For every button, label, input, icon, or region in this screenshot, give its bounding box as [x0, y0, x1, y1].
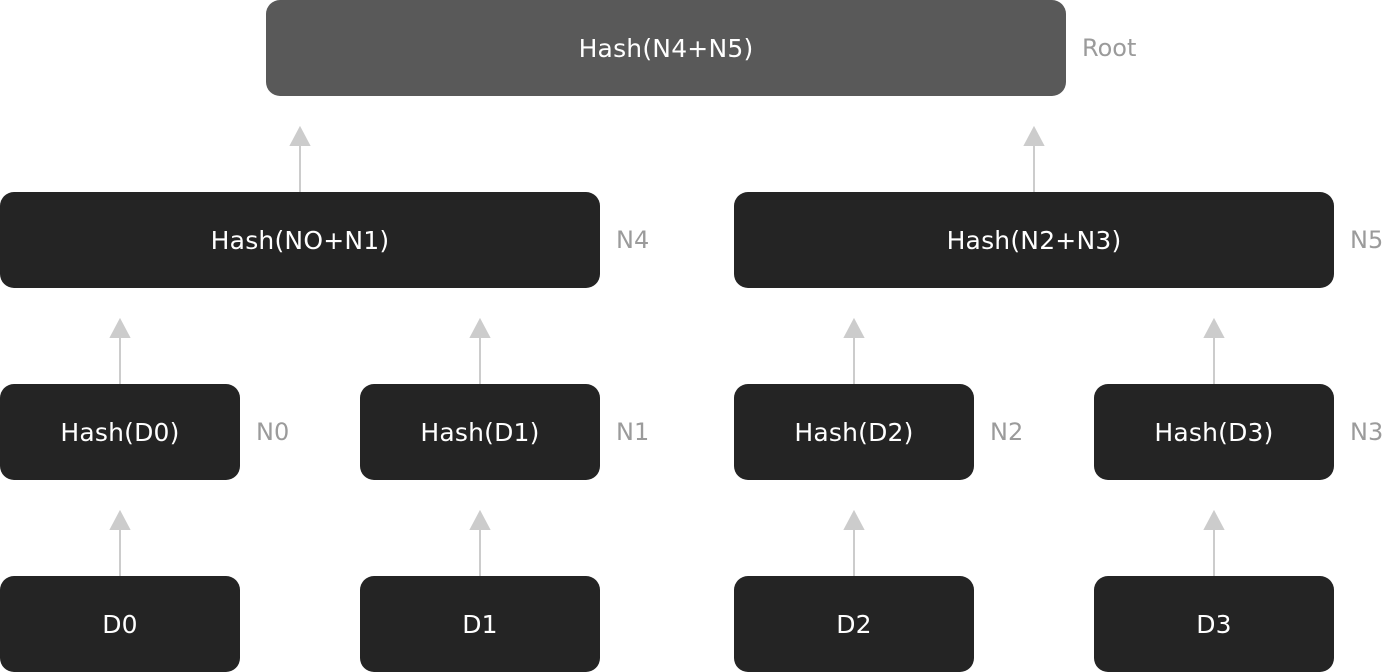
n1-label: N1 — [616, 418, 650, 446]
arrow-d3-to-n3 — [1203, 509, 1225, 576]
arrow-n4-to-root — [289, 125, 311, 192]
n4-label: N4 — [616, 226, 650, 254]
n0-node: Hash(D0) — [0, 384, 240, 480]
root-node: Hash(N4+N5) — [266, 0, 1066, 96]
n4-node: Hash(NO+N1) — [0, 192, 600, 288]
d2-node: D2 — [734, 576, 974, 672]
n2-node: Hash(D2) — [734, 384, 974, 480]
n5-label: N5 — [1350, 226, 1384, 254]
arrow-d0-to-n0 — [109, 509, 131, 576]
n5-node: Hash(N2+N3) — [734, 192, 1334, 288]
n3-label: N3 — [1350, 418, 1384, 446]
arrow-n1-to-n4 — [469, 317, 491, 384]
arrow-d2-to-n2 — [843, 509, 865, 576]
arrow-n2-to-n5 — [843, 317, 865, 384]
arrow-n0-to-n4 — [109, 317, 131, 384]
d3-node: D3 — [1094, 576, 1334, 672]
n3-node: Hash(D3) — [1094, 384, 1334, 480]
n2-label: N2 — [990, 418, 1024, 446]
d1-node: D1 — [360, 576, 600, 672]
arrow-n3-to-n5 — [1203, 317, 1225, 384]
n1-node: Hash(D1) — [360, 384, 600, 480]
d0-node: D0 — [0, 576, 240, 672]
n0-label: N0 — [256, 418, 290, 446]
arrow-d1-to-n1 — [469, 509, 491, 576]
root-label: Root — [1082, 34, 1137, 62]
arrow-n5-to-root — [1023, 125, 1045, 192]
